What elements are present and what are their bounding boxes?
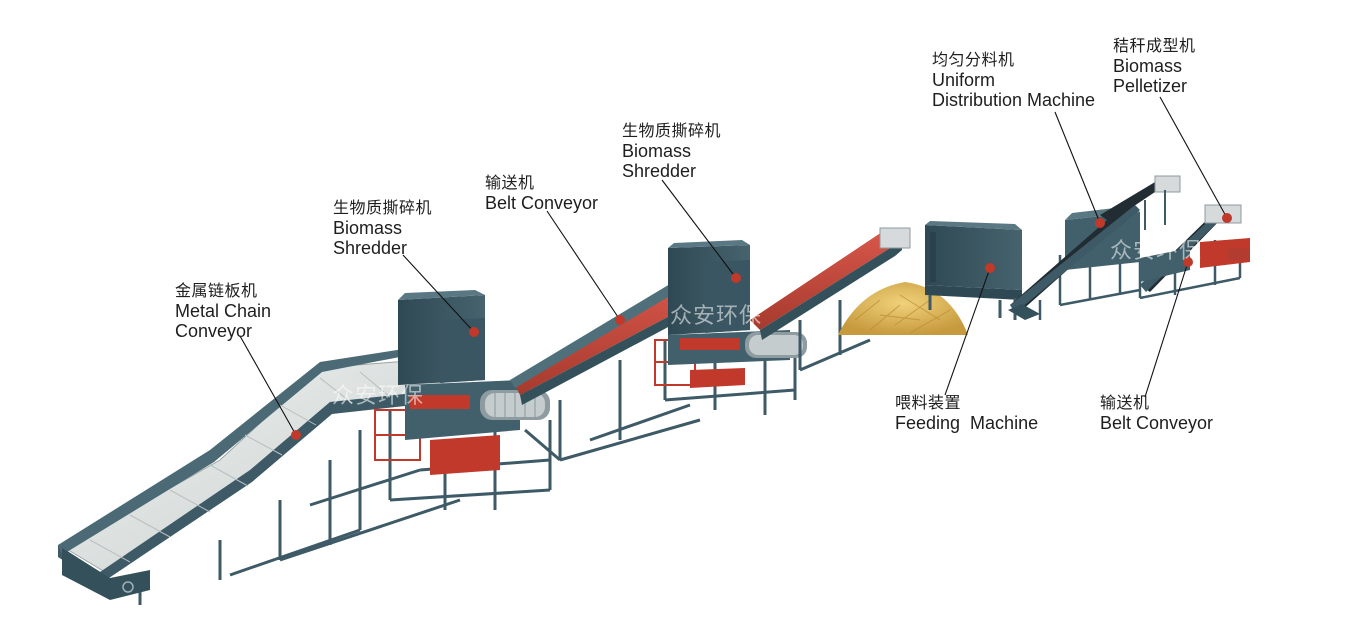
label-en-line-1: Metal Chain (175, 301, 272, 321)
callout-dot-belt-1 (615, 315, 625, 325)
watermark-logo-3: 众安环保 (1110, 239, 1203, 264)
label-zh: 生物质撕碎机 (622, 121, 722, 140)
label-biomass-shredder-1: 生物质撕碎机 Biomass Shredder (333, 198, 432, 258)
callout-leaders (239, 96, 1232, 440)
callout-dot-belt-2 (1183, 257, 1193, 267)
label-en-line-1: Biomass (622, 141, 692, 161)
label-zh: 生物质撕碎机 (333, 198, 433, 217)
label-belt-conveyor-1: 输送机 Belt Conveyor (485, 173, 598, 213)
uniform-distribution-machine (1008, 175, 1181, 320)
label-en-line-2: Shredder (622, 161, 697, 181)
label-en-line-1: Belt Conveyor (485, 193, 599, 213)
label-zh: 输送机 (485, 173, 535, 192)
label-biomass-pelletizer: 秸秆成型机 Biomass Pelletizer (1113, 36, 1196, 96)
belt-conveyor-1 (510, 272, 712, 462)
label-en-line-2: Pelletizer (1113, 76, 1188, 96)
callout-dot-feeding (985, 263, 995, 273)
label-en-line-2: Shredder (333, 238, 408, 258)
label-en-line-1: Belt Conveyor (1100, 413, 1214, 433)
label-metal-chain-conveyor: 金属链板机 Metal Chain Conveyor (175, 281, 271, 341)
callout-dot-shredder-1 (469, 327, 479, 337)
label-en-line-2: Conveyor (175, 321, 253, 341)
label-biomass-shredder-2: 生物质撕碎机 Biomass Shredder (622, 121, 721, 181)
label-zh: 秸秆成型机 (1113, 36, 1196, 55)
callout-dot-distribution (1095, 218, 1105, 228)
label-belt-conveyor-2: 输送机 Belt Conveyor (1100, 393, 1213, 433)
watermark-logo-2: 众安环保 (670, 304, 763, 329)
label-en-line-2: Distribution Machine (932, 90, 1096, 110)
callout-dot-shredder-2 (731, 273, 741, 283)
label-uniform-distribution-machine: 均匀分料机 Uniform Distribution Machine (932, 50, 1095, 110)
metal-chain-conveyor (58, 348, 461, 605)
label-feeding-machine: 喂料装置 Feeding Machine (895, 393, 1038, 433)
callout-dot-pelletizer (1222, 213, 1232, 223)
label-en-line-1: Uniform (932, 70, 996, 90)
label-en-line-1: Biomass (333, 218, 403, 238)
label-zh: 均匀分料机 (932, 50, 1015, 69)
belt-conveyor-red-2 (750, 227, 911, 372)
label-zh: 金属链板机 (175, 281, 258, 300)
label-en-line-1: Feeding Machine (895, 413, 1039, 433)
callout-dot-metal-chain (291, 430, 301, 440)
feeding-machine (925, 221, 1022, 320)
biomass-pelletizer (1138, 204, 1250, 300)
label-zh: 喂料装置 (895, 393, 962, 412)
label-en-line-1: Biomass (1113, 56, 1183, 76)
watermark-logo-1: 众安环保 (332, 384, 425, 409)
label-zh: 输送机 (1100, 393, 1150, 412)
